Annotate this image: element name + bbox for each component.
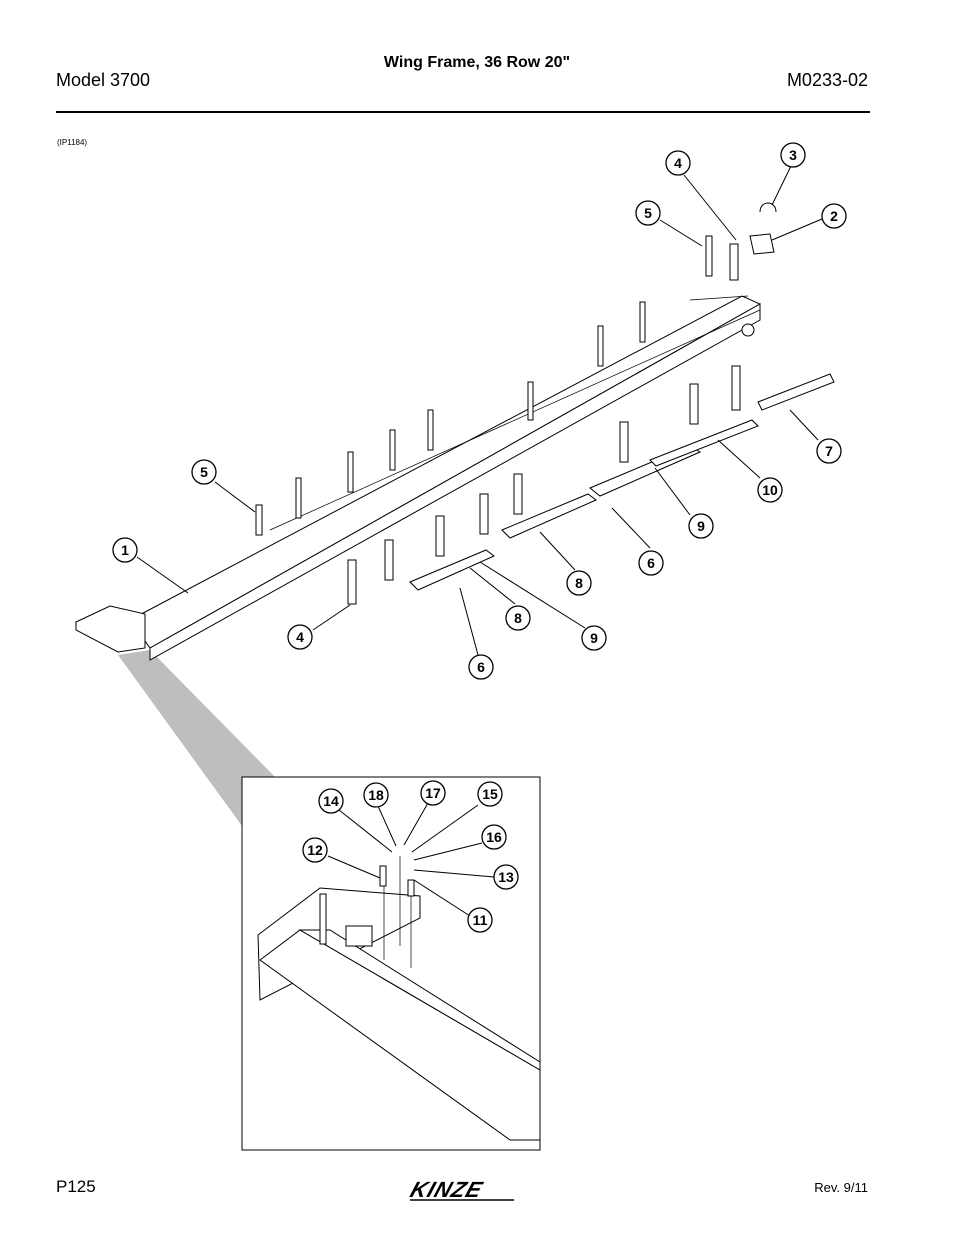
crossbar-plates (409, 373, 835, 591)
bracket-part-2 (749, 233, 775, 255)
callout-4-top: 4 (665, 150, 691, 176)
doc-number: M0233-02 (786, 70, 868, 90)
callout-1: 1 (112, 537, 138, 563)
callout-3: 3 (780, 142, 806, 168)
svg-text:4: 4 (296, 629, 304, 645)
svg-text:4: 4 (674, 155, 682, 171)
callout-16: 16 (481, 824, 507, 850)
leader-lines (136, 165, 823, 656)
revision-label: Rev. 9/11 (814, 1180, 868, 1195)
callout-11: 11 (467, 907, 493, 933)
svg-text:5: 5 (644, 205, 652, 221)
callout-2: 2 (821, 203, 847, 229)
svg-text:8: 8 (514, 610, 522, 626)
detail-leader-lines (327, 802, 495, 917)
svg-text:2: 2 (830, 208, 838, 224)
kinze-logo: KINZE (407, 1178, 514, 1202)
svg-text:KINZE: KINZE (407, 1178, 486, 1202)
header-divider (56, 111, 870, 113)
callout-4-bottom: 4 (287, 624, 313, 650)
svg-text:12: 12 (307, 842, 323, 858)
svg-text:14: 14 (323, 793, 339, 809)
model-label: Model 3700 (56, 70, 151, 90)
svg-text:3: 3 (789, 147, 797, 163)
callout-10: 10 (757, 477, 783, 503)
callout-14: 14 (318, 788, 344, 814)
svg-text:7: 7 (825, 443, 833, 459)
svg-text:18: 18 (368, 787, 384, 803)
callout-5-left: 5 (191, 459, 217, 485)
illustration-reference: (IP1184) (57, 138, 88, 147)
callout-12: 12 (302, 837, 328, 863)
main-frame-tube (75, 295, 762, 661)
callout-6-left: 6 (468, 654, 494, 680)
svg-text:10: 10 (762, 482, 778, 498)
svg-text:13: 13 (498, 869, 514, 885)
svg-text:1: 1 (121, 542, 129, 558)
svg-text:15: 15 (482, 786, 498, 802)
svg-text:6: 6 (477, 659, 485, 675)
svg-text:6: 6 (647, 555, 655, 571)
svg-text:17: 17 (425, 785, 441, 801)
mount-straps (255, 235, 741, 605)
callout-17: 17 (420, 780, 446, 806)
callout-15: 15 (477, 781, 503, 807)
svg-text:9: 9 (697, 518, 705, 534)
callout-18: 18 (363, 782, 389, 808)
callout-9-left: 9 (581, 625, 607, 651)
u-bolt-part-3 (759, 202, 777, 213)
detail-magnifier-wedge (118, 650, 275, 826)
svg-text:5: 5 (200, 464, 208, 480)
svg-text:16: 16 (486, 829, 502, 845)
svg-text:11: 11 (473, 912, 488, 928)
callout-8-right: 8 (566, 570, 592, 596)
callout-7: 7 (816, 438, 842, 464)
page-title: Wing Frame, 36 Row 20" (383, 54, 571, 71)
callout-6-right: 6 (638, 550, 664, 576)
svg-text:9: 9 (590, 630, 598, 646)
callout-9-right: 9 (688, 513, 714, 539)
page-number: P125 (56, 1177, 96, 1196)
callout-5-top: 5 (635, 200, 661, 226)
callout-13: 13 (493, 864, 519, 890)
callout-8-left: 8 (505, 605, 531, 631)
svg-text:8: 8 (575, 575, 583, 591)
detail-tube-drawing (257, 856, 541, 1141)
